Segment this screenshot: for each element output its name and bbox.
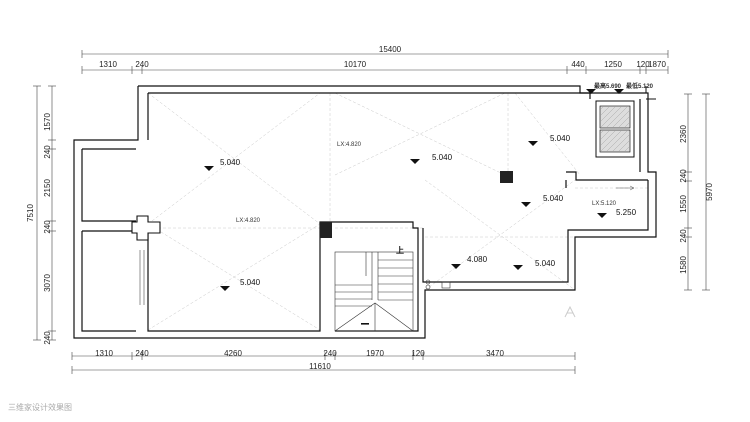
column-left — [320, 222, 332, 238]
dim-left-5: 3070 — [43, 274, 52, 292]
level-left-lower: 5.040 — [240, 278, 261, 287]
dim-right-4: 240 — [679, 229, 688, 243]
dim-top-5: 1250 — [604, 60, 622, 69]
dim-left-1: 1570 — [43, 113, 52, 131]
dim-bottom-6: 120 — [411, 349, 425, 358]
ceiling-guide-lines — [147, 92, 650, 331]
dim-right-total: 5970 — [705, 183, 714, 201]
level-right-lower: 5.040 — [535, 259, 556, 268]
dim-bottom-5: 1970 — [366, 349, 384, 358]
watermark-logo — [564, 305, 576, 318]
wall-junction — [131, 215, 161, 241]
right-dimension-chain — [684, 93, 710, 291]
dim-top-6: 120 — [636, 60, 650, 69]
dim-top-3: 10170 — [344, 60, 367, 69]
level-right-upper: 5.040 — [550, 134, 571, 143]
dim-bottom-3: 4260 — [224, 349, 242, 358]
pipe-circles — [425, 279, 451, 290]
dim-bottom-2: 240 — [135, 349, 149, 358]
dim-left-2: 240 — [43, 145, 52, 159]
column-right — [500, 171, 513, 183]
dim-right-2: 240 — [679, 169, 688, 183]
level-highest: 最高5.690 — [594, 82, 622, 90]
dim-bottom-total: 11610 — [309, 362, 331, 371]
dim-top-2: 240 — [135, 60, 149, 69]
dim-left-total: 7510 — [26, 204, 35, 222]
watermark: 三维家设计效果图 — [8, 402, 72, 412]
stair-marker — [361, 323, 369, 325]
dim-left-3: 2150 — [43, 179, 52, 197]
left-dimension-chain — [33, 85, 56, 341]
dim-top-4: 440 — [571, 60, 585, 69]
door-left-lower — [139, 250, 145, 305]
dim-left-6: 240 — [43, 331, 52, 345]
level-center-lower: 4.080 — [467, 255, 488, 264]
dim-left-4: 240 — [43, 220, 52, 234]
level-center-upper: 5.040 — [432, 153, 453, 162]
dim-right-1: 2360 — [679, 125, 688, 143]
level-right-mid: 5.040 — [543, 194, 564, 203]
right-arrow-icon — [616, 185, 635, 191]
dim-top-7: 1870 — [648, 60, 666, 69]
level-lx-upper: LX:4.820 — [337, 142, 362, 148]
level-lowest: 最低5.120 — [626, 82, 654, 90]
top-dimension-chain — [81, 50, 669, 74]
level-right-room: 5.250 — [616, 208, 637, 217]
walls — [73, 85, 657, 339]
stair-label: 上 — [396, 245, 404, 255]
level-top-left-room: 5.040 — [220, 158, 241, 167]
dim-bottom-4: 240 — [323, 349, 337, 358]
shaft-box — [595, 100, 635, 158]
level-lx-left: LX:4.820 — [236, 218, 261, 224]
staircase — [334, 251, 414, 332]
dim-bottom-7: 3470 — [486, 349, 504, 358]
dim-bottom-1: 1310 — [95, 349, 113, 358]
level-lx-right: LX:5.120 — [592, 201, 617, 207]
dim-top-total: 15400 — [379, 45, 402, 54]
dim-top-1: 1310 — [99, 60, 117, 69]
dim-right-5: 1580 — [679, 256, 688, 274]
right-wall-opening — [645, 86, 656, 100]
dim-right-3: 1550 — [679, 195, 688, 213]
level-markers — [204, 89, 624, 291]
bottom-dimension-chain — [71, 352, 576, 374]
